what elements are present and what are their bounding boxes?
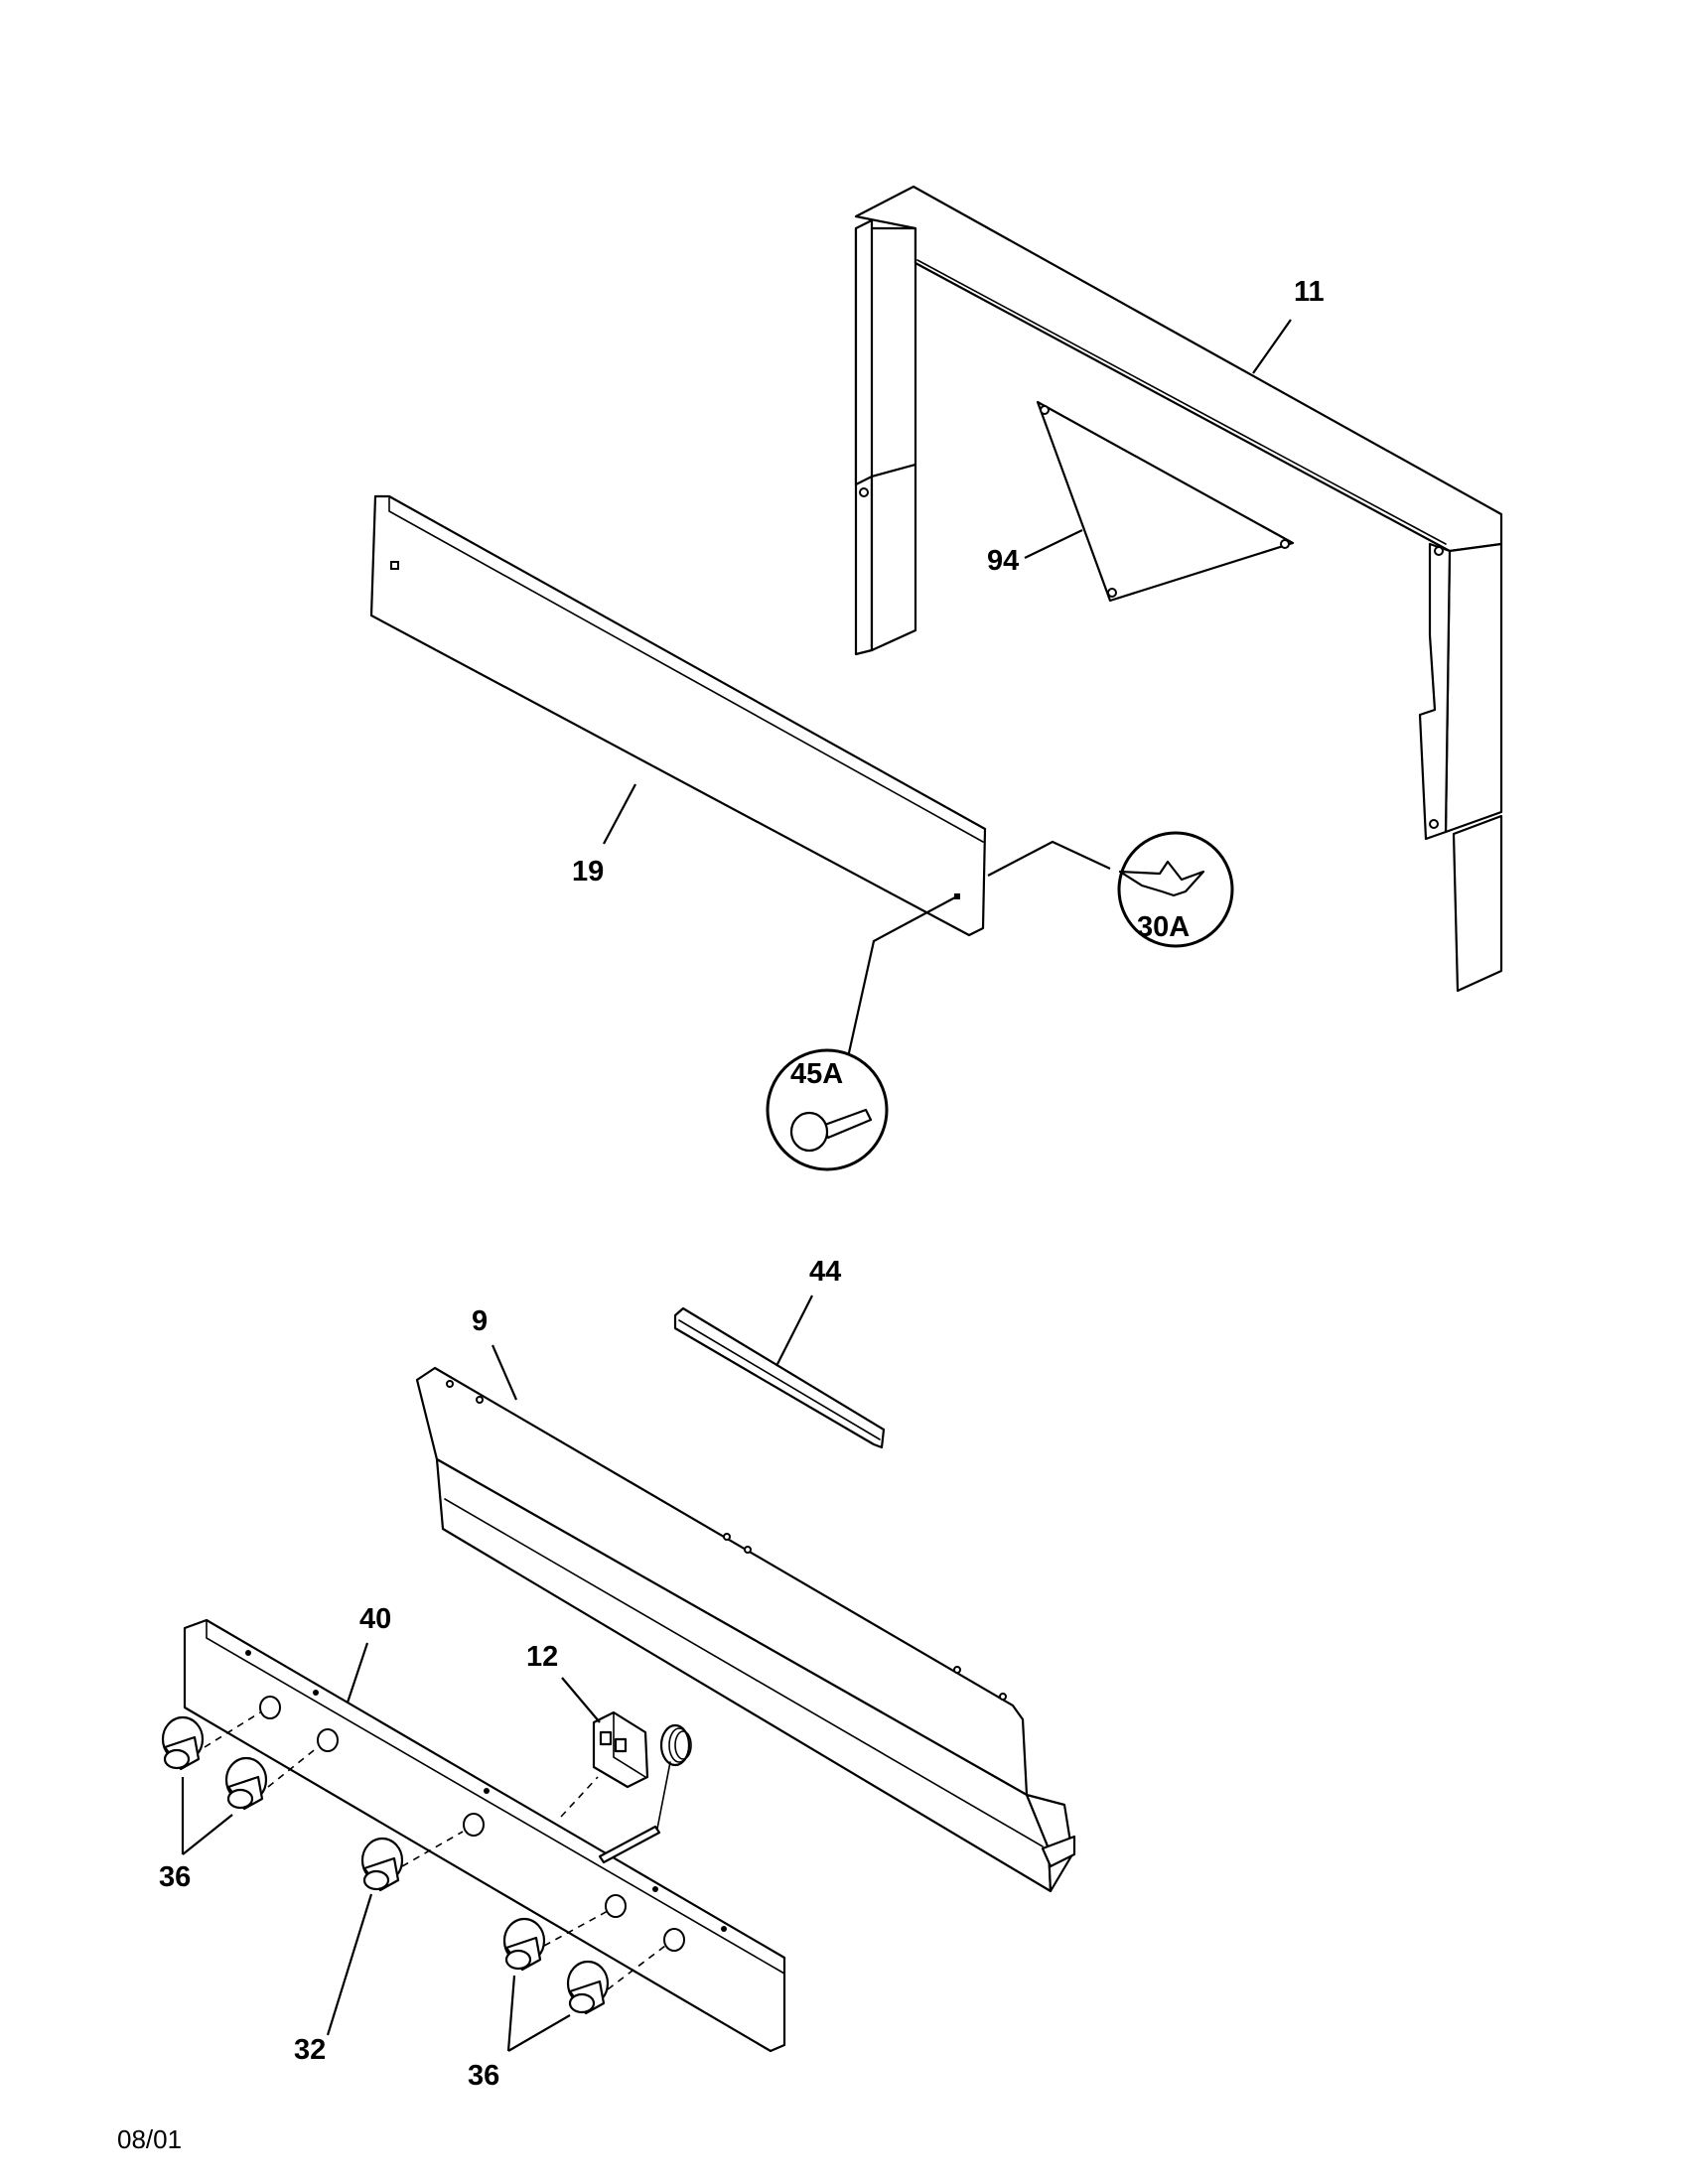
knob-32 <box>360 1837 404 1892</box>
label-part-32: 32 <box>294 2034 326 2066</box>
knob-36-top-left <box>161 1715 205 1771</box>
leader-lines <box>181 319 1292 2052</box>
label-part-30a: 30A <box>1137 911 1190 943</box>
footer-date: 08/01 <box>117 2124 182 2154</box>
part-94-bracket <box>1036 400 1295 603</box>
part-44-strip <box>673 1306 886 1449</box>
label-part-11: 11 <box>1294 276 1325 308</box>
part-40-control-panel <box>183 1618 786 2053</box>
knob-36-bottom-left <box>502 1917 546 1972</box>
part-9-channel <box>415 1366 1076 1893</box>
part-labels: 11 94 19 30A 45A 44 9 40 12 36 32 36 08/… <box>117 276 1325 2154</box>
part-19-panel <box>369 494 987 937</box>
knob-36-top-right <box>224 1756 268 1811</box>
alignment-lines <box>204 1711 666 1990</box>
knob-36-bottom-right <box>566 1960 610 2015</box>
callout-45a <box>766 896 956 1171</box>
label-part-45a: 45A <box>790 1058 843 1090</box>
part-12-switch <box>592 1710 692 1864</box>
callout-30a <box>987 831 1234 948</box>
label-part-9: 9 <box>472 1305 488 1337</box>
label-part-40: 40 <box>359 1603 391 1635</box>
label-part-36-upper: 36 <box>159 1861 191 1893</box>
label-part-94: 94 <box>987 545 1019 577</box>
label-part-44: 44 <box>809 1256 841 1288</box>
label-part-36-lower: 36 <box>468 2060 499 2092</box>
part-11-frame <box>854 185 1503 993</box>
label-part-19: 19 <box>572 856 604 887</box>
label-part-12: 12 <box>526 1641 558 1673</box>
